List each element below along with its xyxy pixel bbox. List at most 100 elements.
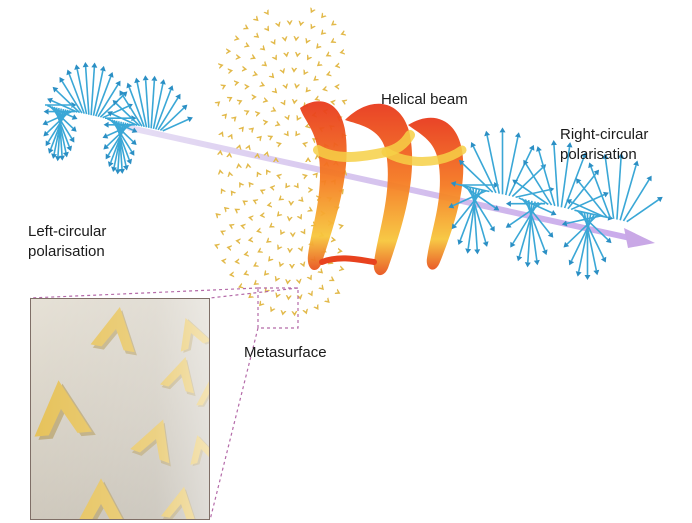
left-polarisation-arrow bbox=[151, 76, 157, 129]
helical-beam-label: Helical beam bbox=[381, 90, 468, 110]
meta-atom bbox=[218, 187, 226, 194]
meta-atom bbox=[277, 195, 285, 203]
meta-atom bbox=[337, 248, 343, 255]
meta-atom bbox=[283, 131, 291, 139]
meta-atom bbox=[284, 115, 291, 122]
meta-atom bbox=[293, 83, 300, 89]
left-polarisation-arrow bbox=[60, 77, 82, 113]
meta-atom bbox=[245, 84, 250, 90]
meta-atom bbox=[213, 242, 220, 249]
meta-atom bbox=[285, 295, 291, 301]
meta-atom bbox=[272, 88, 280, 96]
meta-atom bbox=[298, 246, 305, 253]
meta-atom bbox=[314, 43, 322, 51]
meta-atom bbox=[308, 24, 316, 31]
meta-atom bbox=[297, 214, 305, 221]
meta-atom bbox=[284, 279, 291, 285]
meta-atom bbox=[228, 189, 236, 197]
meta-atom bbox=[287, 20, 293, 25]
meta-atom bbox=[229, 271, 235, 278]
meta-atom bbox=[266, 256, 274, 264]
meta-atom bbox=[263, 97, 269, 104]
meta-atom bbox=[317, 268, 325, 276]
meta-atom bbox=[294, 52, 301, 58]
meta-atom bbox=[287, 248, 293, 253]
meta-atom bbox=[237, 180, 245, 187]
meta-atom bbox=[308, 7, 316, 14]
meta-atom bbox=[226, 244, 232, 251]
meta-atom bbox=[263, 9, 271, 16]
meta-atom bbox=[215, 99, 223, 107]
left-label-line1: Left-circular bbox=[28, 222, 106, 242]
meta-atom bbox=[252, 71, 259, 78]
meta-atom bbox=[264, 26, 272, 34]
meta-atom bbox=[238, 125, 246, 133]
meta-atom bbox=[235, 238, 241, 245]
meta-atom bbox=[255, 110, 261, 117]
meta-atom bbox=[308, 291, 316, 298]
meta-atom bbox=[234, 79, 240, 86]
meta-atom bbox=[219, 228, 226, 236]
meta-atom bbox=[244, 42, 251, 49]
meta-atom bbox=[260, 45, 268, 53]
meta-atom bbox=[275, 172, 282, 179]
meta-atom bbox=[291, 311, 297, 316]
left-circular-polarisation-label: Left-circular polarisation bbox=[28, 222, 106, 262]
meta-atom bbox=[256, 134, 264, 142]
meta-atom bbox=[253, 16, 261, 24]
meta-atom bbox=[221, 258, 227, 265]
meta-atom bbox=[279, 68, 286, 75]
meta-atom bbox=[251, 197, 258, 204]
meta-atom bbox=[324, 297, 332, 305]
meta-atom bbox=[222, 205, 230, 213]
meta-atom bbox=[213, 211, 221, 219]
meta-atom bbox=[254, 170, 262, 177]
meta-atom bbox=[243, 251, 249, 258]
meta-atom bbox=[234, 35, 240, 42]
meta-atom bbox=[267, 222, 275, 230]
helical-beam bbox=[300, 101, 463, 275]
meta-atom bbox=[303, 38, 311, 45]
meta-atom bbox=[268, 306, 276, 313]
meta-atom bbox=[301, 140, 308, 147]
meta-atom bbox=[244, 108, 251, 116]
meta-atom bbox=[273, 276, 281, 283]
metasurface-magnified-inset bbox=[30, 298, 210, 520]
meta-atom bbox=[267, 133, 274, 141]
meta-atom bbox=[256, 248, 263, 256]
meta-atom bbox=[339, 265, 345, 272]
meta-atom bbox=[252, 262, 259, 270]
right-label-line2: polarisation bbox=[560, 145, 648, 165]
meta-atom bbox=[248, 125, 256, 133]
meta-atom bbox=[321, 86, 327, 93]
meta-atom bbox=[300, 261, 307, 268]
meta-atom bbox=[263, 168, 271, 175]
meta-atom bbox=[231, 114, 239, 122]
meta-atom bbox=[334, 62, 340, 69]
meta-atom bbox=[227, 132, 235, 139]
meta-atom bbox=[242, 66, 248, 73]
meta-atom bbox=[264, 237, 272, 245]
meta-atom bbox=[243, 24, 250, 32]
right-polarisation-arrow bbox=[536, 146, 555, 206]
meta-atom bbox=[228, 222, 235, 230]
meta-atom bbox=[334, 84, 339, 90]
meta-atom bbox=[259, 81, 266, 88]
meta-atom bbox=[276, 140, 283, 147]
metasurface-label: Metasurface bbox=[244, 343, 327, 363]
meta-atom bbox=[293, 183, 301, 191]
meta-atom bbox=[217, 169, 224, 175]
left-polarisation-arrow bbox=[74, 64, 86, 114]
meta-atom bbox=[282, 36, 289, 42]
meta-atom bbox=[228, 67, 234, 74]
meta-atom bbox=[246, 180, 254, 188]
meta-atom bbox=[307, 206, 314, 214]
meta-atom bbox=[329, 20, 337, 28]
meta-atom bbox=[266, 202, 272, 209]
meta-atom bbox=[255, 228, 261, 235]
meta-atom bbox=[319, 29, 327, 37]
meta-atom bbox=[338, 223, 344, 230]
meta-atom bbox=[308, 187, 313, 193]
meta-atom bbox=[335, 289, 342, 297]
meta-atom bbox=[291, 68, 297, 73]
